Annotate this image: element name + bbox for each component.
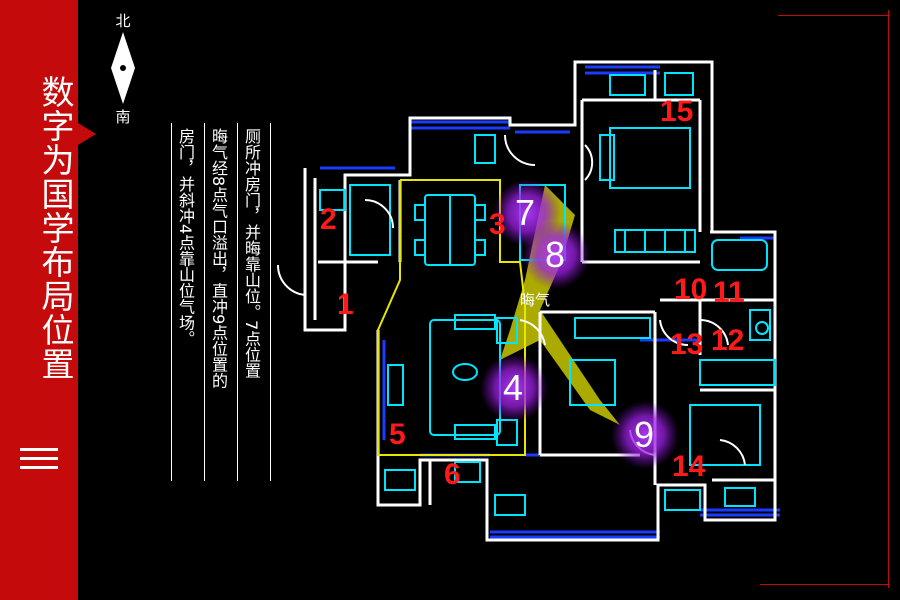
glow-label-9: 9: [634, 414, 655, 455]
room-label-11: 11: [713, 276, 745, 309]
walls: [303, 60, 777, 542]
room-label-2: 2: [320, 203, 337, 236]
glow-4: [480, 354, 548, 422]
note-rule: [204, 123, 205, 481]
note-rule: [270, 123, 271, 481]
room-label-6: 6: [444, 458, 461, 491]
frame-line: [778, 15, 890, 16]
sidebar: [0, 0, 78, 600]
frame-line: [760, 584, 890, 585]
note-column-3: 房门，并斜冲4点靠山位气场。: [176, 128, 195, 347]
glow-label-7: 7: [515, 192, 536, 233]
glow-label-8: 8: [545, 234, 566, 275]
note-column-1: 厕所冲房门，并晦靠山位。7点位置: [242, 128, 261, 379]
door-swings: [276, 134, 746, 466]
glow-label-4: 4: [503, 367, 524, 408]
compass-needle-icon: [111, 32, 135, 104]
flow-label: 晦气: [520, 291, 551, 309]
sidebar-pointer-arrow: [78, 123, 96, 145]
sidebar-decor-line: [20, 466, 58, 469]
glow-8: [522, 221, 590, 289]
frame-line: [888, 10, 889, 588]
room-label-15: 15: [660, 95, 694, 128]
sidebar-decor-line: [20, 457, 58, 460]
glow-9: [611, 401, 679, 469]
note-rule: [171, 123, 172, 481]
room-label-3: 3: [489, 208, 506, 241]
compass-north-label: 北: [115, 12, 131, 30]
sidebar-decor-line: [20, 448, 58, 451]
room-label-13: 13: [670, 328, 704, 361]
room-label-12: 12: [711, 324, 745, 357]
room-label-5: 5: [389, 418, 406, 451]
room-label-10: 10: [674, 273, 708, 306]
note-column-2: 晦气经8点气口溢出，直冲9点位置的: [209, 128, 228, 389]
compass: 北 南: [103, 10, 143, 130]
room-label-1: 1: [337, 288, 354, 321]
room-label-14: 14: [672, 450, 706, 483]
note-rule: [237, 123, 238, 481]
furniture: [319, 72, 776, 516]
compass-south-label: 南: [115, 108, 131, 126]
sidebar-title: 数字为国学布局位置: [36, 75, 75, 381]
